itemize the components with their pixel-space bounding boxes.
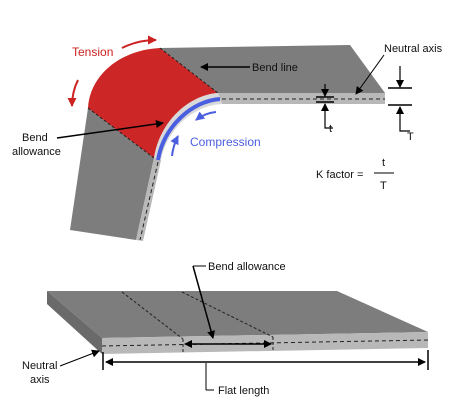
neutral-axis-label-bottom-1: Neutral xyxy=(22,360,57,372)
compression-label: Compression xyxy=(190,135,261,149)
tension-label: Tension xyxy=(72,45,113,59)
T-large-label: T xyxy=(407,131,414,143)
tension-arrow-left xyxy=(67,79,79,107)
bend-allowance-label-top-1: Bend xyxy=(22,132,48,144)
compression-arrow-top xyxy=(195,111,217,121)
k-factor-label: K factor = xyxy=(316,169,363,181)
vertical-leg-face xyxy=(70,108,154,240)
k-factor-denominator: T xyxy=(380,180,387,192)
k-factor-numerator: t xyxy=(382,157,385,169)
bend-allowance-label-top-2: allowance xyxy=(12,146,61,158)
horizontal-flange-face xyxy=(160,45,385,93)
bend-line-label: Bend line xyxy=(252,62,298,74)
compression-arrow-left xyxy=(170,135,179,157)
bend-compression-strip xyxy=(156,97,221,161)
tension-arrow-top xyxy=(121,35,157,49)
flat-sheet-top-face xyxy=(47,291,428,338)
vertical-leg-edge xyxy=(136,158,161,241)
bend-allowance-label-bottom: Bend allowance xyxy=(208,261,286,273)
neutral-axis-label-top: Neutral axis xyxy=(384,43,443,55)
t-dimension: t xyxy=(316,84,334,135)
t-small-label: t xyxy=(329,123,332,135)
flat-length-label: Flat length xyxy=(218,385,269,397)
bent-sheet xyxy=(70,45,385,241)
neutral-axis-label-bottom-2: axis xyxy=(30,374,50,386)
flat-sheet-left-edge xyxy=(47,291,102,354)
T-dimension: T xyxy=(388,66,414,143)
bend-region-tension xyxy=(88,48,218,158)
